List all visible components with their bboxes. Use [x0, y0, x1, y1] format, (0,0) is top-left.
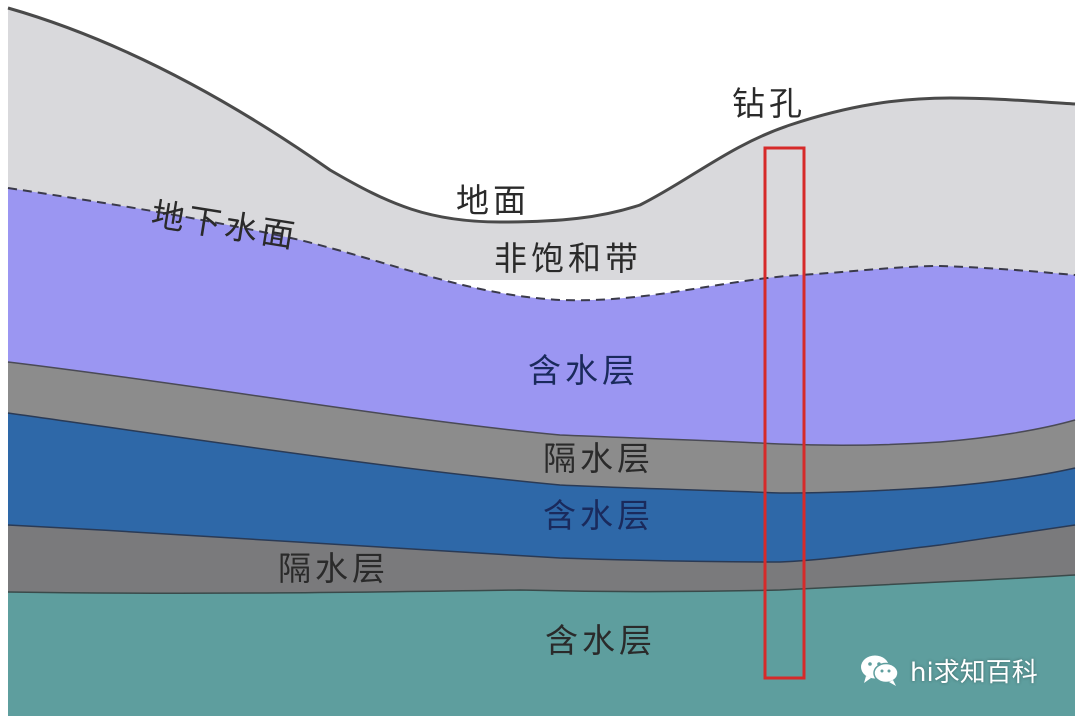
aquifer-layer-lower [8, 575, 1075, 716]
label-aquifer-middle: 含水层 [543, 496, 654, 535]
label-aquitard-lower: 隔水层 [278, 549, 389, 588]
label-aquifer-upper: 含水层 [528, 351, 639, 390]
left-margin [0, 0, 8, 720]
label-ground-surface: 地面 [456, 181, 530, 220]
watermark: hi求知百科 [858, 650, 1038, 690]
wechat-icon [858, 652, 902, 688]
label-borehole: 钻孔 [732, 84, 806, 123]
label-aquitard-upper: 隔水层 [543, 439, 654, 478]
label-aquifer-lower: 含水层 [545, 621, 656, 660]
label-unsaturated-zone: 非饱和带 [494, 239, 642, 278]
watermark-text: hi求知百科 [910, 652, 1038, 689]
